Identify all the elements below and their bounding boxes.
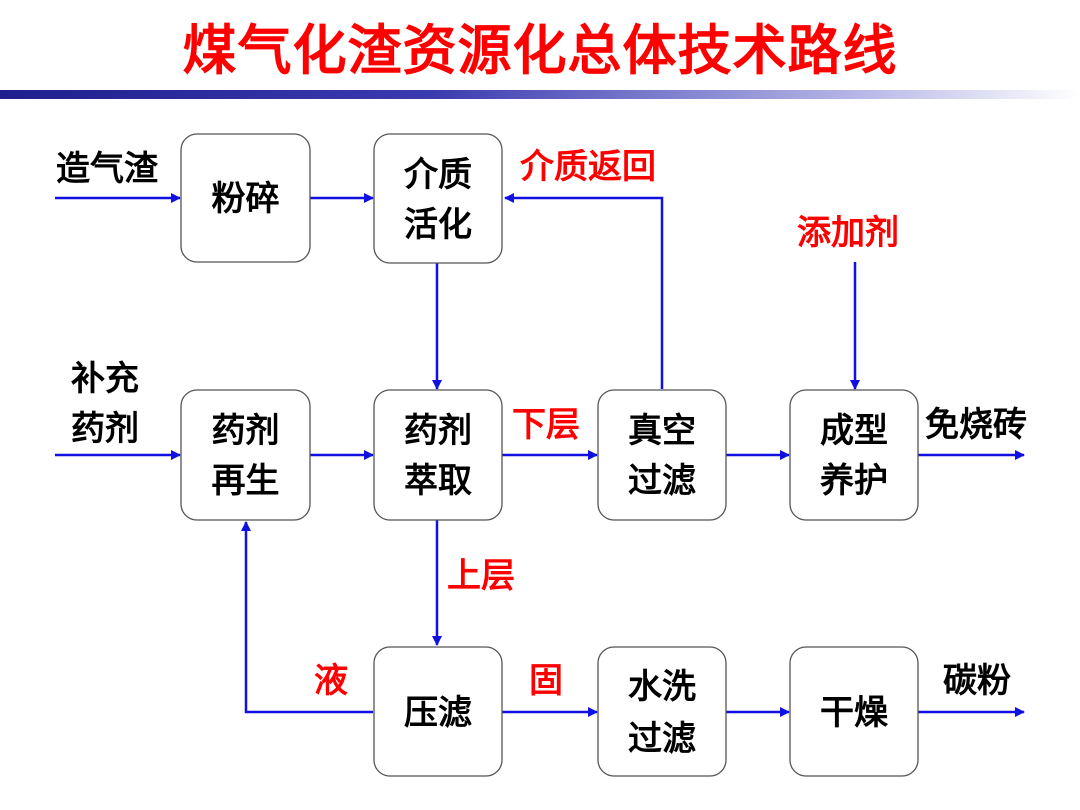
node-press-label: 压滤	[404, 693, 472, 733]
node-regen: 药剂 再生	[180, 389, 311, 521]
node-dry: 干燥	[789, 646, 919, 777]
label-upper-layer: 上层	[447, 556, 515, 596]
label-liquid: 液	[314, 661, 348, 701]
page-title: 煤气化渣资源化总体技术路线	[182, 19, 898, 82]
arrow-liquid-return	[241, 521, 373, 714]
node-vacfilter-label-1: 真空	[628, 411, 696, 451]
arrow-medium-return	[504, 193, 664, 389]
label-slag: 造气渣	[56, 149, 159, 189]
node-press: 压滤	[373, 646, 503, 777]
node-molding: 成型 养护	[789, 389, 919, 521]
node-vacfilter-label-2: 过滤	[628, 461, 696, 501]
node-vacfilter: 真空 过滤	[597, 389, 727, 521]
node-activate: 介质 活化	[373, 133, 503, 264]
node-extract: 药剂 萃取	[373, 389, 503, 521]
connectors	[55, 193, 1025, 717]
node-regen-label-2: 再生	[212, 461, 280, 501]
node-extract-label-1: 药剂	[404, 411, 472, 451]
label-supplement-1: 补充	[71, 359, 139, 399]
label-solid: 固	[529, 661, 563, 701]
label-carbon-powder: 碳粉	[943, 661, 1011, 701]
node-crush: 粉碎	[180, 133, 311, 263]
node-molding-label-1: 成型	[820, 411, 888, 451]
node-regen-label-1: 药剂	[212, 411, 280, 451]
node-crush-label: 粉碎	[212, 179, 280, 219]
label-brick: 免烧砖	[925, 405, 1027, 445]
title-divider	[0, 90, 1080, 99]
label-medium-return: 介质返回	[520, 147, 656, 187]
node-wash-label-2: 过滤	[628, 719, 696, 759]
node-molding-label-2: 养护	[820, 461, 888, 501]
label-supplement-2: 药剂	[71, 409, 139, 449]
node-activate-label-2: 活化	[404, 205, 472, 245]
node-wash: 水洗 过滤	[597, 646, 727, 777]
node-extract-label-2: 萃取	[404, 461, 472, 501]
label-lower-layer: 下层	[512, 405, 580, 445]
node-wash-label-1: 水洗	[628, 667, 696, 707]
node-activate-label-1: 介质	[404, 155, 472, 195]
node-dry-label: 干燥	[820, 693, 889, 733]
label-additive: 添加剂	[797, 213, 899, 253]
